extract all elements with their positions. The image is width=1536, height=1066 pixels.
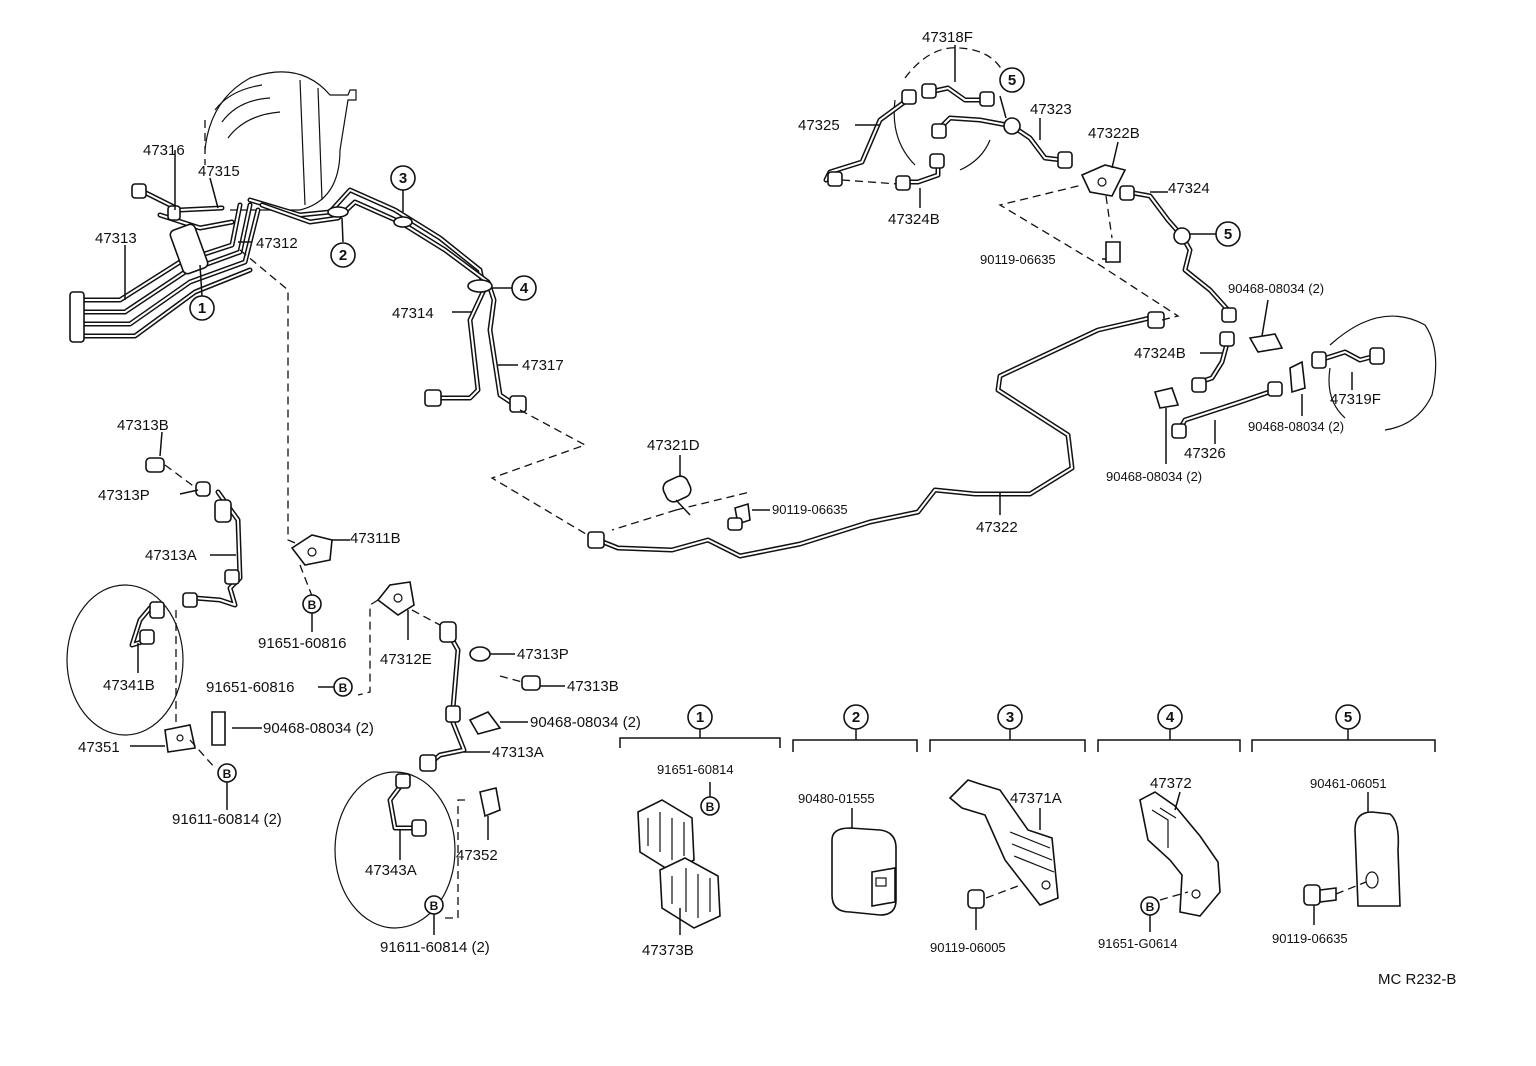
label-90468-d: 90468-08034 (2) — [1248, 419, 1344, 434]
detail-4-part-91651-g0614: 91651-G0614 — [1098, 936, 1178, 951]
dash-guide-47311b — [239, 249, 301, 546]
label-47314: 47314 — [392, 305, 434, 322]
label-47313b-b: 47313B — [567, 678, 619, 695]
bolt-marker-b-3-label: B — [339, 681, 348, 695]
detail-group-1: 1 91651-60814 B 47373B — [619, 704, 781, 959]
detail-3-part-90119-06005: 90119-06005 — [930, 940, 1006, 955]
callout-5-rear-lower — [1215, 221, 1241, 247]
leader-47322b — [1111, 141, 1119, 169]
detail-1-part-91651-60814: 91651-60814 — [657, 762, 734, 777]
label-47315: 47315 — [198, 163, 240, 180]
label-47341b: 47341B — [103, 677, 155, 694]
label-90468-e: 90468-08034 (2) — [1106, 469, 1202, 484]
label-91651-b: 91651-60816 — [206, 679, 294, 696]
label-90468-b: 90468-08034 (2) — [530, 714, 641, 731]
dash-guide-47322b — [998, 184, 1180, 321]
label-90468-c: 90468-08034 (2) — [1228, 281, 1324, 296]
label-47321d: 47321D — [647, 437, 700, 454]
label-47318f: 47318F — [922, 29, 973, 46]
detail-callout-1: 1 — [696, 709, 704, 726]
detail-group-2: 2 90480-01555 — [792, 704, 918, 916]
label-47317: 47317 — [522, 357, 564, 374]
label-47311b: 47311B — [350, 530, 401, 547]
detail-3-part-47371a: 47371A — [1010, 790, 1062, 807]
detail-callout-5: 5 — [1344, 709, 1352, 726]
label-47313a-a: 47313A — [145, 547, 197, 564]
rear-right-pipe-assembly — [823, 47, 1437, 439]
callout-1-front: 1 — [198, 300, 206, 317]
leader-callout-5-a — [999, 95, 1007, 119]
label-47351: 47351 — [78, 739, 120, 756]
detail-1-bolt-marker: B — [706, 800, 715, 814]
label-47313: 47313 — [95, 230, 137, 247]
callout-5-rear-lower-label: 5 — [1224, 226, 1232, 243]
label-91611-b: 91611-60814 (2) — [380, 939, 490, 956]
callout-2-front: 2 — [339, 247, 347, 264]
bolt-marker-b-1-label: B — [223, 767, 232, 781]
label-91611-a: 91611-60814 (2) — [172, 811, 282, 828]
leader-47313p-a — [179, 489, 199, 495]
detail-2-part-90480-01555: 90480-01555 — [798, 791, 875, 806]
callout-3-front: 3 — [399, 170, 407, 187]
detail-callout-3: 3 — [1006, 709, 1014, 726]
detail-5-part-90461-06051: 90461-06051 — [1310, 776, 1387, 791]
bolt-marker-b-4-label: B — [430, 899, 439, 913]
detail-1-part-47373b: 47373B — [642, 942, 694, 959]
front-brake-pipe-bundle — [69, 183, 527, 413]
label-47322b: 47322B — [1088, 125, 1140, 142]
label-47322: 47322 — [976, 519, 1018, 536]
detail-callout-4: 4 — [1166, 709, 1175, 726]
label-90119-a: 90119-06635 — [772, 502, 848, 517]
bolt-marker-b-2-label: B — [308, 598, 317, 612]
detail-group-3: 3 47371A 90119-06005 — [929, 704, 1086, 955]
detail-5-part-90119-06635: 90119-06635 — [1272, 931, 1348, 946]
label-47323: 47323 — [1030, 101, 1072, 118]
leader-47313b-a — [159, 431, 163, 457]
label-47312: 47312 — [256, 235, 298, 252]
label-90119-b: 90119-06635 — [980, 252, 1056, 267]
label-47352: 47352 — [456, 847, 498, 864]
label-47313a-b: 47313A — [492, 744, 544, 761]
label-47343a: 47343A — [365, 862, 417, 879]
footer-drawing-code: MC R232-B — [1378, 971, 1456, 988]
bracket-47311b — [290, 534, 350, 597]
rear-brake-pipe-47322 — [587, 311, 1165, 559]
label-47319f: 47319F — [1330, 391, 1381, 408]
label-47325: 47325 — [798, 117, 840, 134]
label-47313p-a: 47313P — [98, 487, 150, 504]
label-47313b-a: 47313B — [117, 417, 169, 434]
label-47326: 47326 — [1184, 445, 1226, 462]
detail-4-bolt-marker: B — [1146, 900, 1155, 914]
label-47324b-a: 47324B — [888, 211, 940, 228]
brake-booster-master-cylinder — [204, 71, 357, 211]
label-47316: 47316 — [143, 142, 185, 159]
label-47324b-b: 47324B — [1134, 345, 1186, 362]
detail-group-4: 4 47372 B 91651-G0614 — [1097, 704, 1241, 951]
detail-group-5: 5 90461-06051 90119-06635 — [1251, 704, 1436, 946]
front-leaders — [124, 150, 518, 366]
front-left-hose-assembly — [66, 457, 262, 769]
callout-5-rear-upper — [999, 67, 1025, 93]
leader-90468-c — [1261, 299, 1269, 337]
callout-5-rear-upper-label: 5 — [1008, 72, 1016, 89]
label-90468-a: 90468-08034 (2) — [263, 720, 374, 737]
detail-4-part-47372: 47372 — [1150, 775, 1192, 792]
dash-guide-47322 — [490, 409, 597, 541]
detail-callout-2: 2 — [852, 709, 860, 726]
callout-markers-front: 1 2 3 4 — [189, 165, 537, 321]
bolt-marker-b-3 — [333, 677, 353, 697]
callout-4-front: 4 — [520, 280, 529, 297]
rear-left-hose-assembly — [334, 581, 541, 929]
label-47313p-b: 47313P — [517, 646, 569, 663]
label-91651-a: 91651-60816 — [258, 635, 346, 652]
label-47312e: 47312E — [380, 651, 432, 668]
label-47324: 47324 — [1168, 180, 1210, 197]
